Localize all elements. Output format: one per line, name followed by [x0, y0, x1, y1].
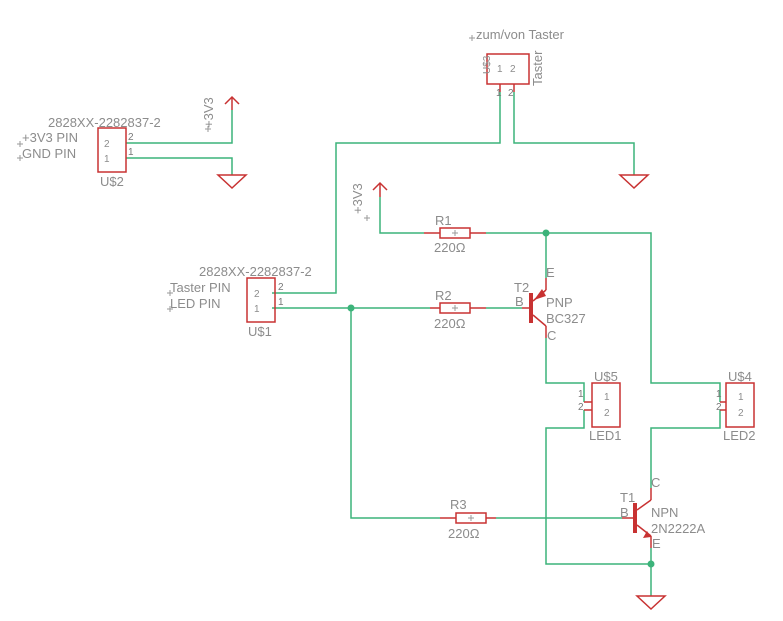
u1-pin-label-a: Taster PIN — [170, 280, 231, 295]
t2-value: BC327 — [546, 311, 586, 326]
supply-mid-label: +3V3 — [350, 183, 365, 214]
taster-caption: zum/von Taster — [476, 27, 565, 42]
u2-pin2-text: 2 — [104, 139, 110, 150]
t2-type: PNP — [546, 295, 573, 310]
u2-pin-label-b: GND PIN — [22, 146, 76, 161]
u4-pin2-number: 2 — [716, 402, 722, 413]
u5-pin2-text: 2 — [604, 408, 610, 419]
junction-dot — [647, 560, 655, 568]
t1-value: 2N2222A — [651, 521, 706, 536]
t1-type: NPN — [651, 505, 678, 520]
t2-pin-e: E — [546, 265, 555, 280]
r2-name: R2 — [435, 288, 452, 303]
transistor-t2[interactable]: E B C T2 PNP BC327 — [514, 265, 586, 343]
u1-pin-label-b: LED PIN — [170, 296, 221, 311]
r3-name: R3 — [450, 497, 467, 512]
u4-pin1-text: 1 — [738, 392, 744, 403]
u5-pin1-text: 1 — [604, 392, 610, 403]
u5-pin1-number: 1 — [578, 389, 584, 400]
t1-pin-e: E — [652, 536, 661, 551]
t1-name: T1 — [620, 490, 635, 505]
r3-value: 220Ω — [448, 526, 480, 541]
t2-pin-c: C — [547, 328, 556, 343]
supply-3v3-mid: +3V3 — [350, 181, 388, 214]
led2-name: LED2 — [723, 428, 756, 443]
u2-pin1-text: 1 — [104, 154, 110, 165]
u1-name: U$1 — [248, 324, 272, 339]
supply-top-label: +3V3 — [201, 97, 216, 128]
r2-value: 220Ω — [434, 316, 466, 331]
resistor-r2[interactable]: R2 220Ω — [430, 288, 486, 331]
u3-label: U$3 — [482, 55, 493, 74]
t1-pin-c: C — [651, 475, 660, 490]
u1-pin1-number: 1 — [278, 297, 284, 308]
u5-pin2-number: 2 — [578, 402, 584, 413]
ground-symbol — [635, 595, 667, 611]
t1-pin-b: B — [620, 505, 629, 520]
ground-symbol — [216, 174, 248, 190]
t2-pin-b: B — [515, 294, 524, 309]
u3-pin2-text: 2 — [510, 64, 516, 75]
t2-name: T2 — [514, 280, 529, 295]
u2-pin1-number: 1 — [128, 147, 134, 158]
u2-pin-label-a: +3V3 PIN — [22, 130, 78, 145]
u3-pin1-number: 1 — [496, 88, 502, 99]
u4-name: U$4 — [728, 369, 752, 384]
u4-pin2-text: 2 — [738, 408, 744, 419]
r1-name: R1 — [435, 213, 452, 228]
u1-pin1-text: 1 — [254, 304, 260, 315]
resistor-r3[interactable]: R3 220Ω — [440, 497, 496, 541]
transistor-t1[interactable]: C B E T1 NPN 2N2222A — [620, 475, 706, 551]
junction-dot — [347, 304, 355, 312]
led1-name: LED1 — [589, 428, 622, 443]
u1-part-name: 2828XX-2282837-2 — [199, 264, 312, 279]
u4-pin1-number: 1 — [716, 389, 722, 400]
connector-u5-led1[interactable]: 1 2 1 2 U$5 LED1 — [578, 369, 622, 443]
supply-3v3-top: +3V3 — [201, 95, 240, 128]
u3-value: Taster — [530, 50, 545, 86]
connector-u2[interactable]: 2 1 2 1 — [97, 127, 134, 173]
origin-markers — [17, 35, 475, 312]
u1-pin2-number: 2 — [278, 282, 284, 293]
u2-name: U$2 — [100, 174, 124, 189]
u2-pin2-number: 2 — [128, 132, 134, 143]
u3-pin1-text: 1 — [497, 64, 503, 75]
r1-value: 220Ω — [434, 240, 466, 255]
connector-u3[interactable]: U$3 1 2 1 2 Taster — [482, 50, 545, 99]
connector-u1[interactable]: 2 1 2 1 — [246, 277, 284, 323]
ground-symbol — [618, 174, 650, 190]
resistor-r1[interactable]: R1 220Ω — [424, 213, 486, 255]
connector-u4-led2[interactable]: 1 2 1 2 U$4 LED2 — [716, 369, 756, 443]
u3-pin2-number: 2 — [508, 88, 514, 99]
u2-part-name: 2828XX-2282837-2 — [48, 115, 161, 130]
u5-name: U$5 — [594, 369, 618, 384]
u1-pin2-text: 2 — [254, 289, 260, 300]
wires — [126, 92, 721, 596]
junction-dot — [542, 229, 550, 237]
